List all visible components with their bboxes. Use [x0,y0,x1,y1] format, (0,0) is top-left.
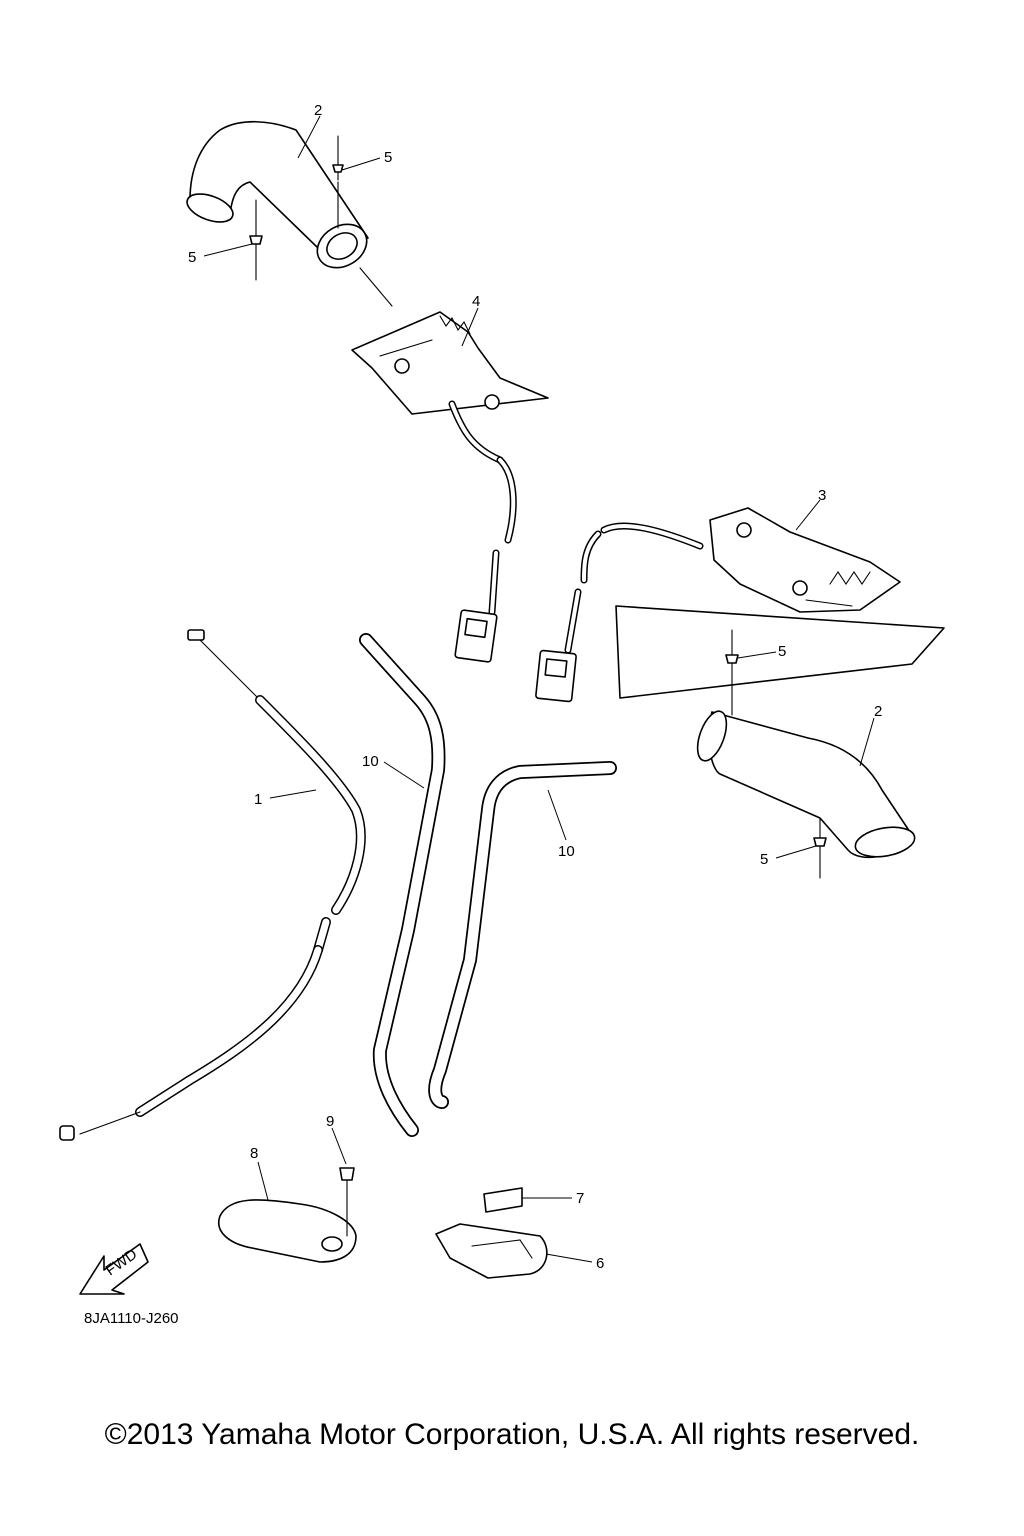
heater-plate-left [351,311,549,663]
callout-7: 7 [576,1190,584,1207]
pad [483,1187,523,1213]
callout-10-b: 10 [558,843,575,860]
callout-3: 3 [818,487,826,504]
callout-10-a: 10 [362,753,379,770]
rivet-top-b [249,199,263,281]
callout-2-right: 2 [874,703,882,720]
reference-code: 8JA1110-J260 [84,1310,179,1327]
rivet-top-a [332,135,344,229]
screw [339,1167,355,1237]
rivet-right-a [725,629,739,716]
callout-4: 4 [472,293,480,310]
handlebar-right [428,761,617,1109]
callout-8: 8 [250,1145,258,1162]
callout-5-d: 5 [760,851,768,868]
callout-5-a: 5 [384,149,392,166]
leader-lines [203,115,875,1263]
callout-5-c: 5 [778,643,786,660]
callout-2-top: 2 [314,102,322,119]
callout-1: 1 [254,791,262,808]
heater-plate-right [535,507,945,703]
handlebar-left [359,633,446,1137]
rivet-right-b [813,809,827,879]
fwd-arrow: FWD [79,1243,149,1295]
grip-right [696,710,916,858]
cover [435,1223,548,1279]
callout-5-b: 5 [188,249,196,266]
throttle-cable [59,629,366,1141]
holder [217,1199,357,1263]
grip-top [186,120,393,307]
copyright-notice: ©2013 Yamaha Motor Corporation, U.S.A. A… [104,1418,920,1451]
callout-6: 6 [596,1255,604,1272]
callout-9: 9 [326,1113,334,1130]
callouts: 2 5 5 4 3 5 2 5 1 10 10 8 9 7 6 [188,102,882,1272]
